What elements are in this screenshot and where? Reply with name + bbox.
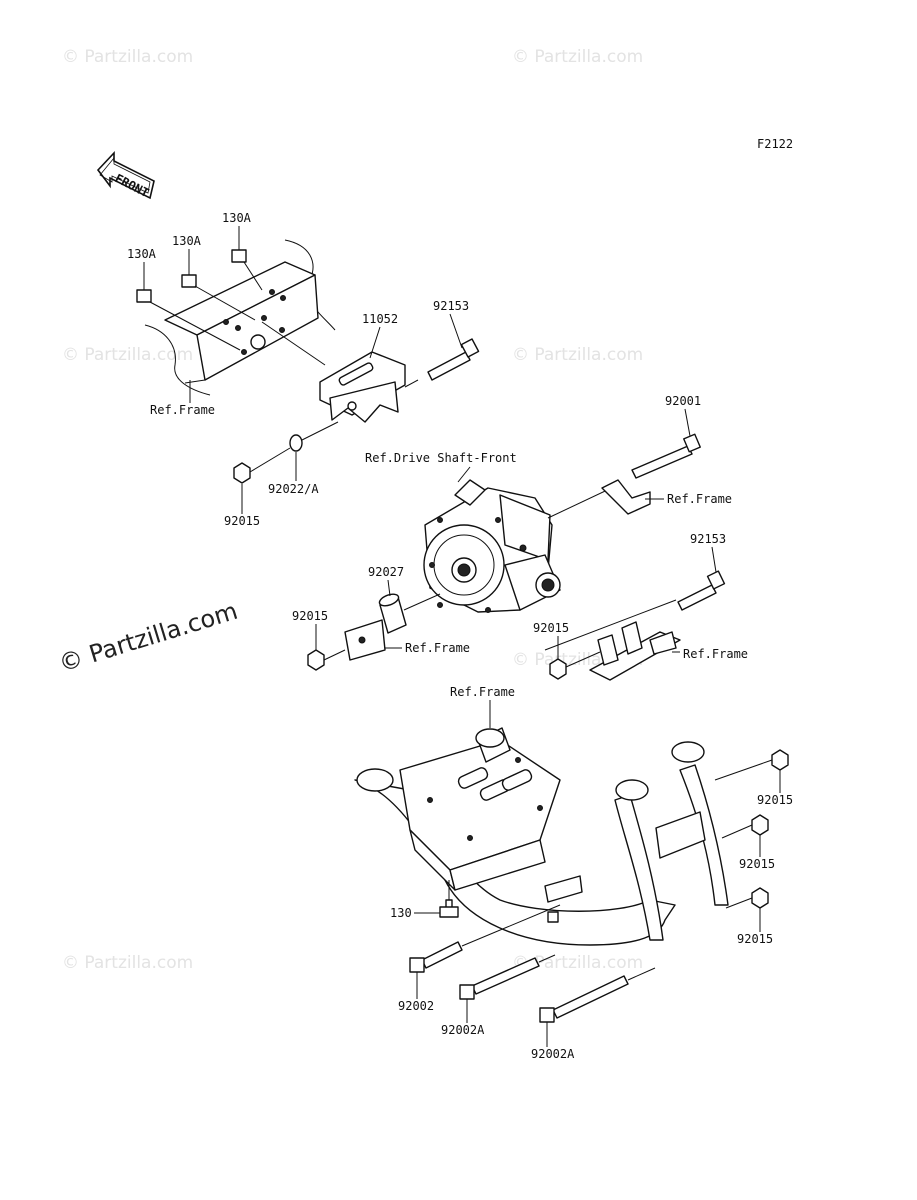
figure-code: F2122 xyxy=(757,137,793,151)
label-92015: 92015 xyxy=(292,609,328,623)
bolt-92002a-1 xyxy=(459,954,556,1000)
label-92153: 92153 xyxy=(433,299,469,313)
label-ref-frame: Ref.Frame xyxy=(150,403,215,417)
frame-plate-left xyxy=(344,619,402,661)
bolt-130 xyxy=(439,880,459,918)
washer-92022a xyxy=(289,421,339,452)
frame-bracket-mid xyxy=(589,621,681,681)
label-130a: 130A xyxy=(172,234,202,248)
label-92027: 92027 xyxy=(368,565,404,579)
label-92002a: 92002A xyxy=(441,1023,485,1037)
label-130a: 130A xyxy=(127,247,157,261)
label-92015: 92015 xyxy=(737,932,773,946)
watermark: © Partzilla.com xyxy=(62,345,193,365)
nut-92015-top xyxy=(233,447,291,484)
watermark: © Partzilla.com xyxy=(512,953,643,973)
label-ref-frame: Ref.Frame xyxy=(450,685,515,699)
nut-92015-left xyxy=(307,649,346,671)
label-92002: 92002 xyxy=(398,999,434,1013)
bolt-92002 xyxy=(409,904,561,973)
front-differential xyxy=(423,466,561,613)
label-ref-frame: Ref.Frame xyxy=(683,647,748,661)
watermark: © Partzilla.com xyxy=(512,47,643,67)
label-92015: 92015 xyxy=(757,793,793,807)
watermark: © Partzilla.com xyxy=(512,345,643,365)
label-92153: 92153 xyxy=(690,532,726,546)
label-11052: 11052 xyxy=(362,312,398,326)
bolt-92153-top xyxy=(404,338,480,388)
label-92015: 92015 xyxy=(224,514,260,528)
frame-section-top xyxy=(144,239,336,396)
watermark: © Partzilla.com xyxy=(62,47,193,67)
nuts-92015-right xyxy=(714,749,789,909)
frame-cradle xyxy=(354,727,729,946)
label-ref-drive-shaft: Ref.Drive Shaft-Front xyxy=(365,451,517,465)
bracket-11052 xyxy=(319,351,406,423)
label-92015: 92015 xyxy=(533,621,569,635)
label-130: 130 xyxy=(390,906,412,920)
bolt-130a xyxy=(136,249,326,366)
collar-92027 xyxy=(378,593,441,634)
label-92001: 92001 xyxy=(665,394,701,408)
front-arrow-icon: FRONT xyxy=(96,150,155,200)
label-92002a: 92002A xyxy=(531,1047,575,1061)
label-130a: 130A xyxy=(222,211,252,225)
labels: 130A 130A 130A 11052 92153 Ref.Frame 920… xyxy=(127,211,793,1061)
label-92015: 92015 xyxy=(739,857,775,871)
bolt-92002a-2 xyxy=(539,967,656,1023)
bolt-92001 xyxy=(547,433,701,519)
label-92022a: 92022/A xyxy=(268,482,319,496)
watermark: © Partzilla.com xyxy=(62,953,193,973)
bolt-92153-mid xyxy=(544,570,726,651)
label-ref-frame: Ref.Frame xyxy=(667,492,732,506)
label-ref-frame: Ref.Frame xyxy=(405,641,470,655)
frame-bracket-right xyxy=(601,479,664,515)
watermark: © Partzilla.com xyxy=(56,597,241,678)
